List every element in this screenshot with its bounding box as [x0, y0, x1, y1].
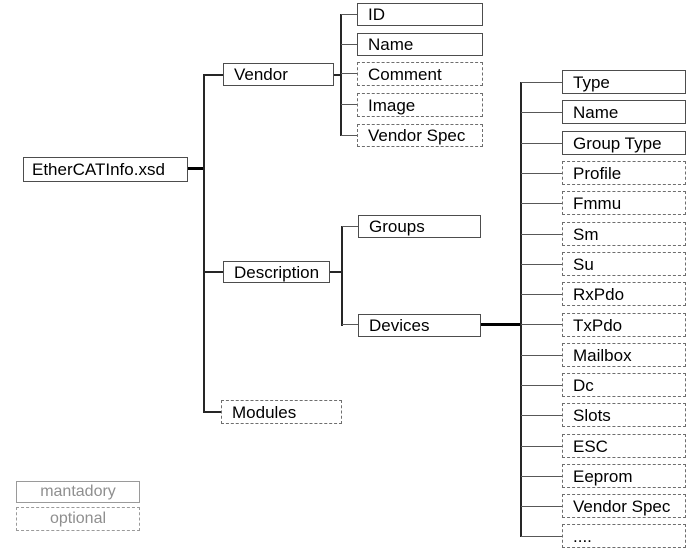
connector-root-to-trunk — [187, 167, 205, 170]
stub-slots — [521, 415, 562, 416]
connector-devices-to-trunk — [481, 323, 521, 326]
node-group-type: Group Type — [562, 131, 686, 155]
stub-group-type — [521, 143, 562, 144]
stub-rxpdo — [521, 294, 562, 295]
node-type: Type — [562, 70, 686, 94]
node-description: Description — [223, 261, 330, 283]
trunk-description — [341, 226, 343, 326]
stub-type — [521, 82, 562, 83]
connector-description-to-trunk — [330, 271, 343, 273]
node-devices: Devices — [358, 314, 481, 337]
stub-ellipsis — [521, 536, 562, 537]
node-ethercatinfo-xsd: EtherCATInfo.xsd — [23, 157, 188, 182]
branch-modules — [203, 411, 222, 413]
node-dc: Dc — [562, 373, 686, 397]
node-mailbox: Mailbox — [562, 343, 686, 367]
node-name: Name — [357, 33, 483, 56]
stub-id — [341, 14, 357, 15]
stub-txpdo — [521, 324, 562, 325]
node-ellipsis: .... — [562, 524, 686, 548]
stub-name — [341, 44, 357, 45]
legend-mandatory: mantadory — [16, 481, 140, 503]
node-eeprom: Eeprom — [562, 464, 686, 488]
node-dev-vendor-spec: Vendor Spec — [562, 494, 686, 518]
node-image: Image — [357, 93, 483, 117]
stub-mailbox — [521, 355, 562, 356]
stub-dev-name — [521, 112, 562, 113]
node-comment: Comment — [357, 62, 483, 86]
node-modules: Modules — [221, 400, 342, 424]
trunk-vendor — [340, 14, 342, 136]
stub-eeprom — [521, 476, 562, 477]
stub-su — [521, 264, 562, 265]
stub-image — [341, 104, 357, 105]
stub-fmmu — [521, 203, 562, 204]
node-vendor-spec: Vendor Spec — [357, 124, 483, 147]
node-su: Su — [562, 252, 686, 276]
node-groups: Groups — [358, 215, 481, 238]
stub-vendor-spec — [341, 135, 357, 136]
stub-groups — [342, 226, 358, 227]
branch-vendor — [203, 74, 223, 76]
stub-dev-vendor-spec — [521, 506, 562, 507]
node-fmmu: Fmmu — [562, 191, 686, 215]
stub-esc — [521, 446, 562, 447]
node-txpdo: TxPdo — [562, 313, 686, 337]
node-slots: Slots — [562, 403, 686, 427]
node-vendor: Vendor — [223, 63, 334, 86]
branch-description — [203, 271, 223, 273]
stub-dc — [521, 385, 562, 386]
stub-devices — [342, 324, 358, 325]
node-profile: Profile — [562, 161, 686, 185]
node-dev-name: Name — [562, 100, 686, 124]
stub-comment — [341, 73, 357, 74]
stub-profile — [521, 173, 562, 174]
stub-sm — [521, 234, 562, 235]
trunk-devices — [520, 82, 522, 537]
connector-vendor-to-trunk — [334, 74, 342, 76]
legend-optional: optional — [16, 507, 140, 531]
node-rxpdo: RxPdo — [562, 282, 686, 306]
node-id: ID — [357, 3, 483, 26]
node-esc: ESC — [562, 434, 686, 458]
trunk-root — [203, 74, 205, 413]
node-sm: Sm — [562, 222, 686, 246]
